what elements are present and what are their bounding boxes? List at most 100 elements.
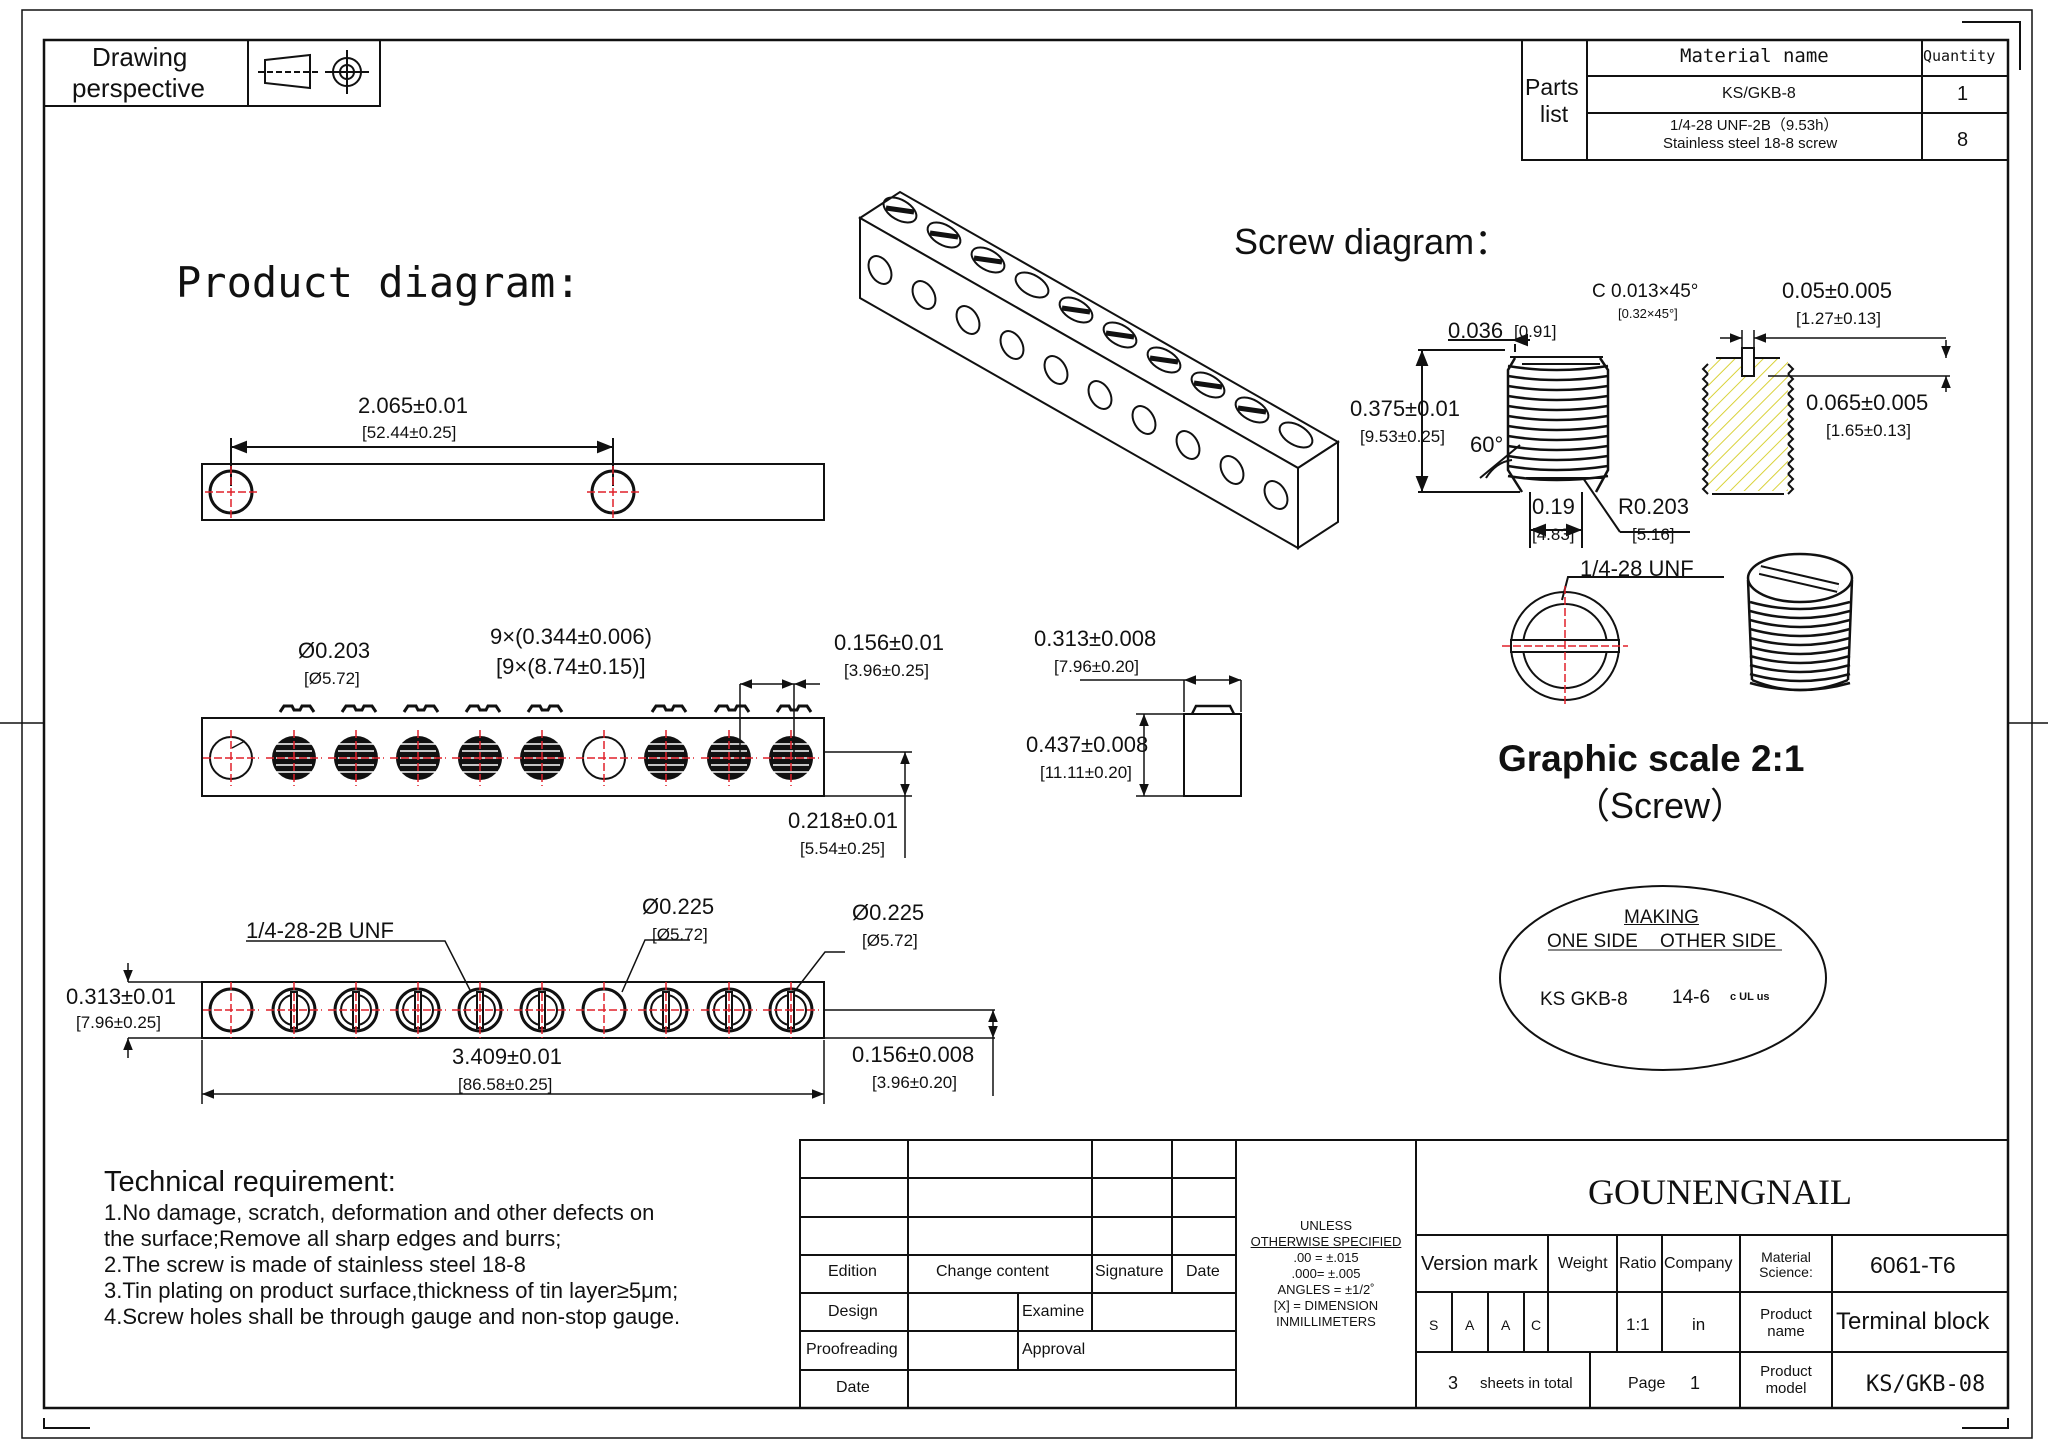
iso-screw-slot [885, 205, 915, 215]
iso-screw-slot [1105, 330, 1135, 340]
front-edge: 0.156±0.01 [834, 630, 944, 655]
parts-list-label: Parts [1525, 74, 1579, 100]
screw-iso-view [1746, 552, 1854, 692]
tb-product-name: Terminal block [1836, 1308, 1990, 1335]
thread-crest [1507, 364, 1609, 372]
screw-head-icon [464, 704, 502, 713]
iso-thread [1749, 672, 1851, 683]
iso-top-hole [1146, 346, 1182, 374]
iso-side-hole [1043, 355, 1069, 385]
screw-head-icon [650, 704, 688, 713]
tb-page-label: Page [1628, 1375, 1666, 1392]
iso-thread [1749, 618, 1851, 629]
thread-crest [1507, 444, 1609, 452]
thread-tooth [1701, 443, 1709, 455]
front-hole-dia-mm: [Ø5.72] [304, 669, 360, 688]
thread-tooth [1701, 393, 1709, 405]
iso-thread [1749, 663, 1851, 674]
tb-mark-a2: A [1501, 1317, 1511, 1333]
screw-tip-mm: [0.91] [1514, 322, 1557, 341]
iso-thread [1749, 636, 1851, 647]
screw-outline [1506, 357, 1610, 493]
tb-ratio: Ratio [1619, 1255, 1657, 1272]
bottom-dia-a: Ø0.225 [642, 894, 715, 919]
iso-thread [1749, 681, 1851, 692]
parts-list-row-2-name: 1/4-28 UNF-2B（9.53h） [1670, 117, 1839, 134]
thread-tooth [1787, 363, 1795, 375]
screw-chamfer: C 0.013×45° [1592, 281, 1699, 302]
thread-tooth [1787, 483, 1795, 495]
thread-tooth [1701, 413, 1709, 425]
screw-head-icon [278, 704, 316, 713]
tb-mark-s: S [1429, 1317, 1439, 1333]
tech-title: Technical requirement: [104, 1166, 396, 1198]
front-edge-mm: [3.96±0.25] [844, 661, 929, 680]
screw-slot-depth-mm: [1.65±0.13] [1826, 421, 1911, 440]
parts-list-row-1-qty: 1 [1957, 83, 1969, 105]
iso-top-hole [1190, 371, 1226, 399]
parts-list-col-quantity: Quantity [1923, 47, 1996, 65]
thread-tooth [1787, 413, 1795, 425]
tolerance-note: UNLESS OTHERWISE SPECIFIED .00 = ±.015 .… [1250, 1218, 1402, 1329]
iso-side-hole [999, 330, 1025, 360]
tb-edition: Edition [828, 1263, 877, 1280]
iso-side-hole [911, 280, 937, 310]
iso-screw-slot [929, 230, 959, 240]
thread-crest [1507, 464, 1609, 472]
thread-tooth [1701, 383, 1709, 395]
tb-unit: in [1692, 1315, 1706, 1334]
parts-list-label-2: list [1540, 101, 1569, 127]
screw-thread: 1/4-28 UNF [1580, 556, 1694, 581]
side-width: 0.313±0.008 [1034, 626, 1157, 651]
tb-date: Date [1186, 1263, 1220, 1280]
iso-top-hole [882, 196, 918, 224]
thread-crest [1507, 454, 1609, 462]
tech-line-1: 1.No damage, scratch, deformation and ot… [104, 1200, 655, 1225]
iso-top-hole [1234, 396, 1270, 424]
screw-dia: 0.19 [1532, 494, 1575, 519]
tech-line-4: 3.Tin plating on product surface,thickne… [104, 1278, 679, 1303]
iso-screw-slot [1237, 405, 1267, 415]
marking-one-side: ONE SIDE [1547, 931, 1638, 952]
thread-tooth [1701, 483, 1709, 495]
product-diagram-title: Product diagram: [176, 258, 581, 307]
bottom-length-mm: [86.58±0.25] [458, 1075, 553, 1094]
iso-side-hole [955, 305, 981, 335]
thread-crest [1507, 384, 1609, 392]
tb-ratio-val: 1:1 [1626, 1315, 1650, 1334]
iso-thread [1749, 609, 1851, 620]
front-height-mm: [5.54±0.25] [800, 839, 885, 858]
tb-proofreading: Proofreading [806, 1341, 898, 1358]
thread-crest [1507, 394, 1609, 402]
thread-tooth [1701, 473, 1709, 485]
tech-line-2: the surface;Remove all sharp edges and b… [104, 1226, 562, 1251]
screw-head-icon [402, 704, 440, 713]
tb-design: Design [828, 1303, 878, 1320]
thread-tooth [1787, 443, 1795, 455]
thread-crest [1507, 474, 1609, 482]
bottom-edge-mm: [3.96±0.20] [872, 1073, 957, 1092]
top-view [201, 438, 825, 521]
marking-title: MAKING [1624, 907, 1699, 928]
marking-other-side: OTHER SIDE [1660, 931, 1777, 952]
screw-slot-width: 0.05±0.005 [1782, 278, 1892, 303]
side-height-mm: [11.11±0.20] [1040, 763, 1132, 782]
front-hole-dia: Ø0.203 [298, 638, 371, 663]
side-height: 0.437±0.008 [1026, 732, 1149, 757]
iso-top-hole [1102, 321, 1138, 349]
tb-examine: Examine [1022, 1303, 1085, 1320]
front-pitch: 9×(0.344±0.006) [490, 624, 652, 649]
bottom-thickness-mm: [7.96±0.25] [76, 1013, 161, 1032]
parts-list-row-2-name2: Stainless steel 18-8 screw [1663, 135, 1838, 152]
thread-tooth [1701, 373, 1709, 385]
side-view [1080, 675, 1242, 797]
marking-right: 14-6 [1672, 987, 1711, 1008]
tb-company: Company [1664, 1255, 1733, 1272]
iso-side-hole [1131, 405, 1157, 435]
parts-list-col-material: Material name [1680, 45, 1829, 67]
screw-radius: R0.203 [1618, 494, 1689, 519]
thread-tooth [1787, 453, 1795, 465]
iso-top-hole [970, 246, 1006, 274]
iso-top-hole [926, 221, 962, 249]
